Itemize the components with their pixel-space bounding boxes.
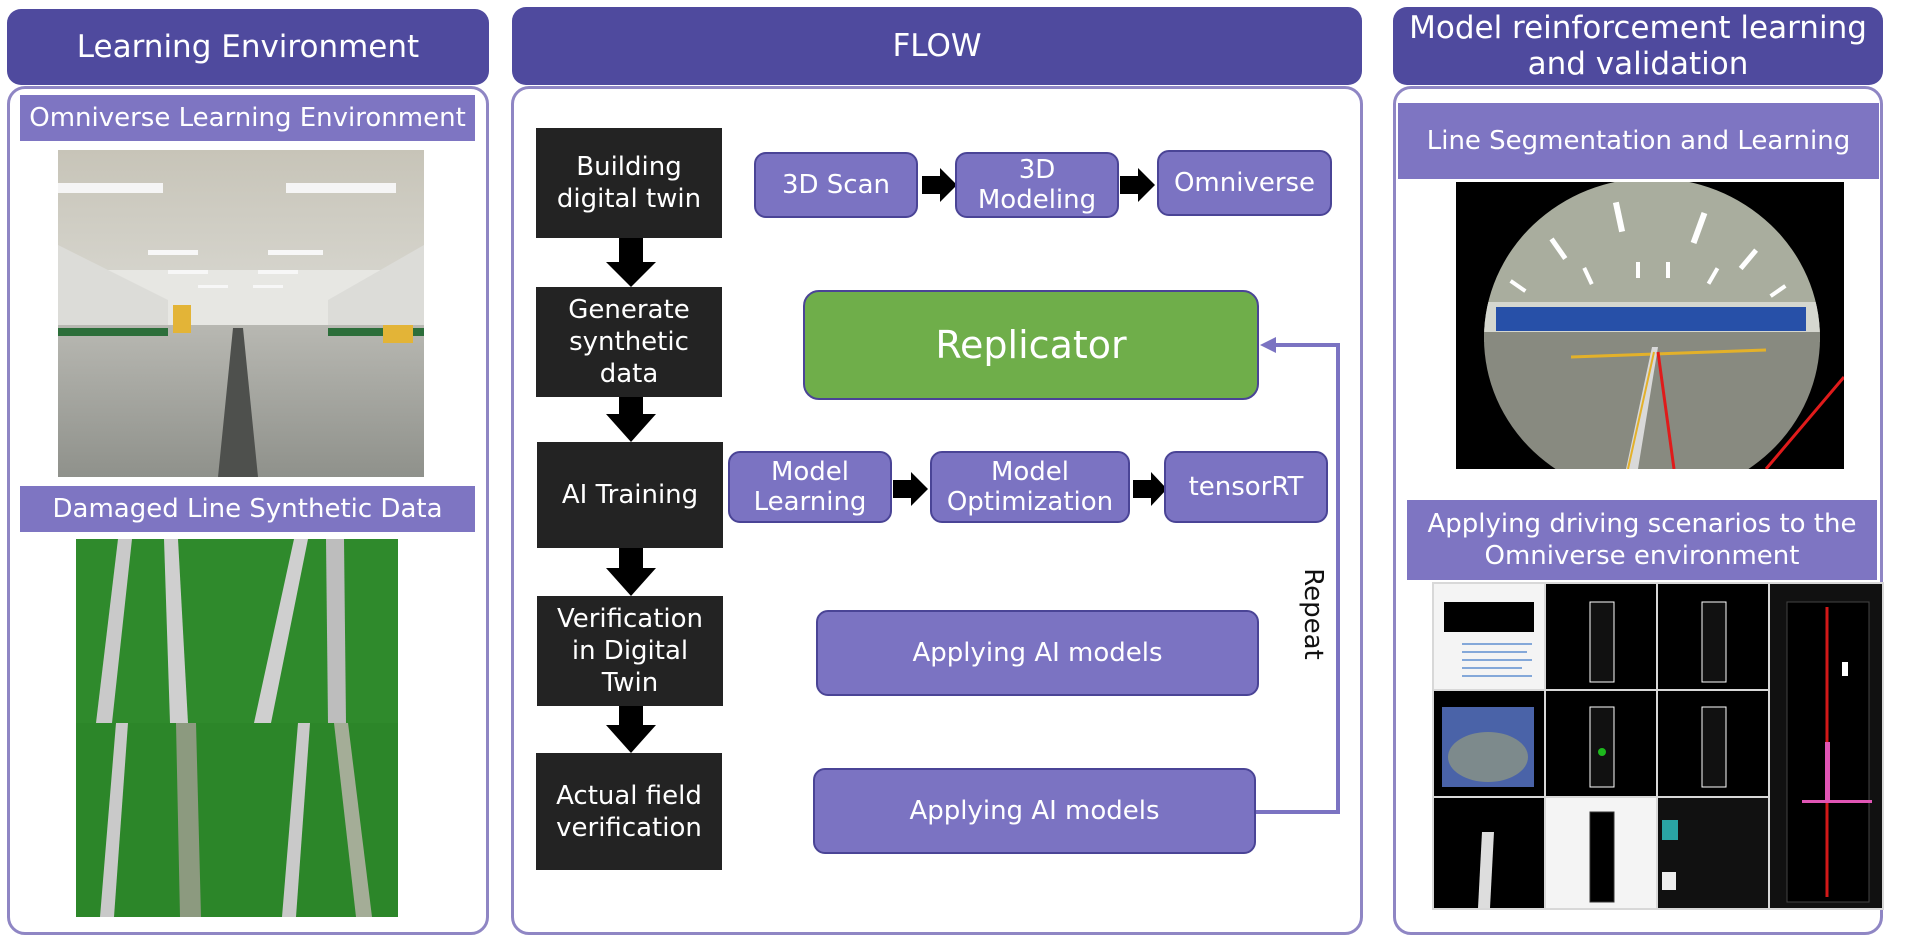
flow-step-1-line2: digital twin [556, 184, 702, 214]
pill-model-learning-line2: Learning [753, 487, 867, 517]
header-learning-environment-text: Learning Environment [76, 29, 420, 65]
subheader-omniverse-learning-environment: Omniverse Learning Environment [20, 95, 475, 141]
pill-applying-ai-models-1: Applying AI models [816, 610, 1259, 696]
header-learning-environment: Learning Environment [7, 9, 489, 85]
synthetic-line-image-top [76, 539, 398, 723]
pill-model-learning-line1: Model [770, 457, 850, 487]
pill-omniverse: Omniverse [1157, 150, 1332, 216]
flow-step-4-line1: Verification [556, 604, 704, 634]
flow-step-2-line1: Generate [568, 295, 690, 325]
pill-tensorrt-text: tensorRT [1188, 472, 1304, 502]
fisheye-segmentation-image [1456, 182, 1844, 469]
flow-step-3-line1: AI Training [561, 480, 699, 510]
pill-3d-scan-text: 3D Scan [781, 170, 891, 200]
subheader-driving-scenarios-line1: Applying driving scenarios to the [1427, 509, 1857, 539]
warehouse-image [58, 150, 424, 477]
pill-tensorrt: tensorRT [1164, 451, 1328, 523]
pill-model-optimization-line2: Optimization [946, 487, 1114, 517]
flow-step-5-line1: Actual field [556, 780, 702, 811]
subheader-line-segmentation-text: Line Segmentation and Learning [1426, 126, 1851, 156]
subheader-damaged-line-synthetic-data: Damaged Line Synthetic Data [20, 486, 475, 532]
subheader-driving-scenarios-line2: Omniverse environment [1484, 541, 1800, 571]
header-flow: FLOW [512, 7, 1362, 85]
repeat-label-text: Repeat [1298, 568, 1328, 660]
flow-step-5-line2: verification [556, 812, 702, 843]
replicator-box: Replicator [803, 290, 1259, 400]
pill-model-learning: Model Learning [728, 451, 892, 523]
flow-step-building-digital-twin: Building digital twin [536, 128, 722, 238]
subheader-line-segmentation: Line Segmentation and Learning [1398, 103, 1879, 179]
header-model-validation: Model reinforcement learning and validat… [1393, 7, 1883, 85]
flow-step-2-line2: synthetic [569, 327, 689, 357]
flow-step-verification-digital-twin: Verification in Digital Twin [537, 596, 723, 706]
flow-step-actual-field-verification: Actual field verification [536, 753, 722, 870]
subheader-driving-scenarios: Applying driving scenarios to the Omnive… [1407, 500, 1877, 580]
pill-applying-ai-models-1-text: Applying AI models [912, 638, 1163, 668]
flow-step-1-line1: Building [576, 152, 682, 182]
subheader-damaged-line-synthetic-data-text: Damaged Line Synthetic Data [52, 494, 443, 524]
flow-step-ai-training: AI Training [537, 442, 723, 548]
pill-applying-ai-models-2: Applying AI models [813, 768, 1256, 854]
pill-3d-scan: 3D Scan [754, 152, 918, 218]
pill-3d-modeling-line1: 3D [1018, 155, 1056, 185]
flow-step-2-line3: data [599, 359, 659, 389]
driving-scenarios-screenshot [1432, 582, 1884, 910]
pill-omniverse-text: Omniverse [1173, 168, 1316, 198]
pill-3d-modeling-line2: Modeling [977, 185, 1097, 215]
pill-model-optimization-line1: Model [990, 457, 1070, 487]
flow-step-4-line2: in Digital [571, 636, 689, 666]
header-model-validation-line1: Model reinforcement learning [1409, 10, 1867, 46]
pill-applying-ai-models-2-text: Applying AI models [909, 796, 1160, 826]
header-flow-text: FLOW [892, 28, 982, 64]
header-model-validation-line2: and validation [1527, 46, 1749, 82]
replicator-text: Replicator [935, 323, 1127, 367]
pill-model-optimization: Model Optimization [930, 451, 1130, 523]
flow-step-4-line3: Twin [601, 668, 659, 698]
subheader-omniverse-learning-environment-text: Omniverse Learning Environment [29, 103, 466, 133]
pill-3d-modeling: 3D Modeling [955, 152, 1119, 218]
synthetic-line-image-bottom [76, 723, 398, 917]
repeat-label: Repeat [1292, 564, 1328, 664]
flow-step-generate-synthetic-data: Generate synthetic data [536, 287, 722, 397]
